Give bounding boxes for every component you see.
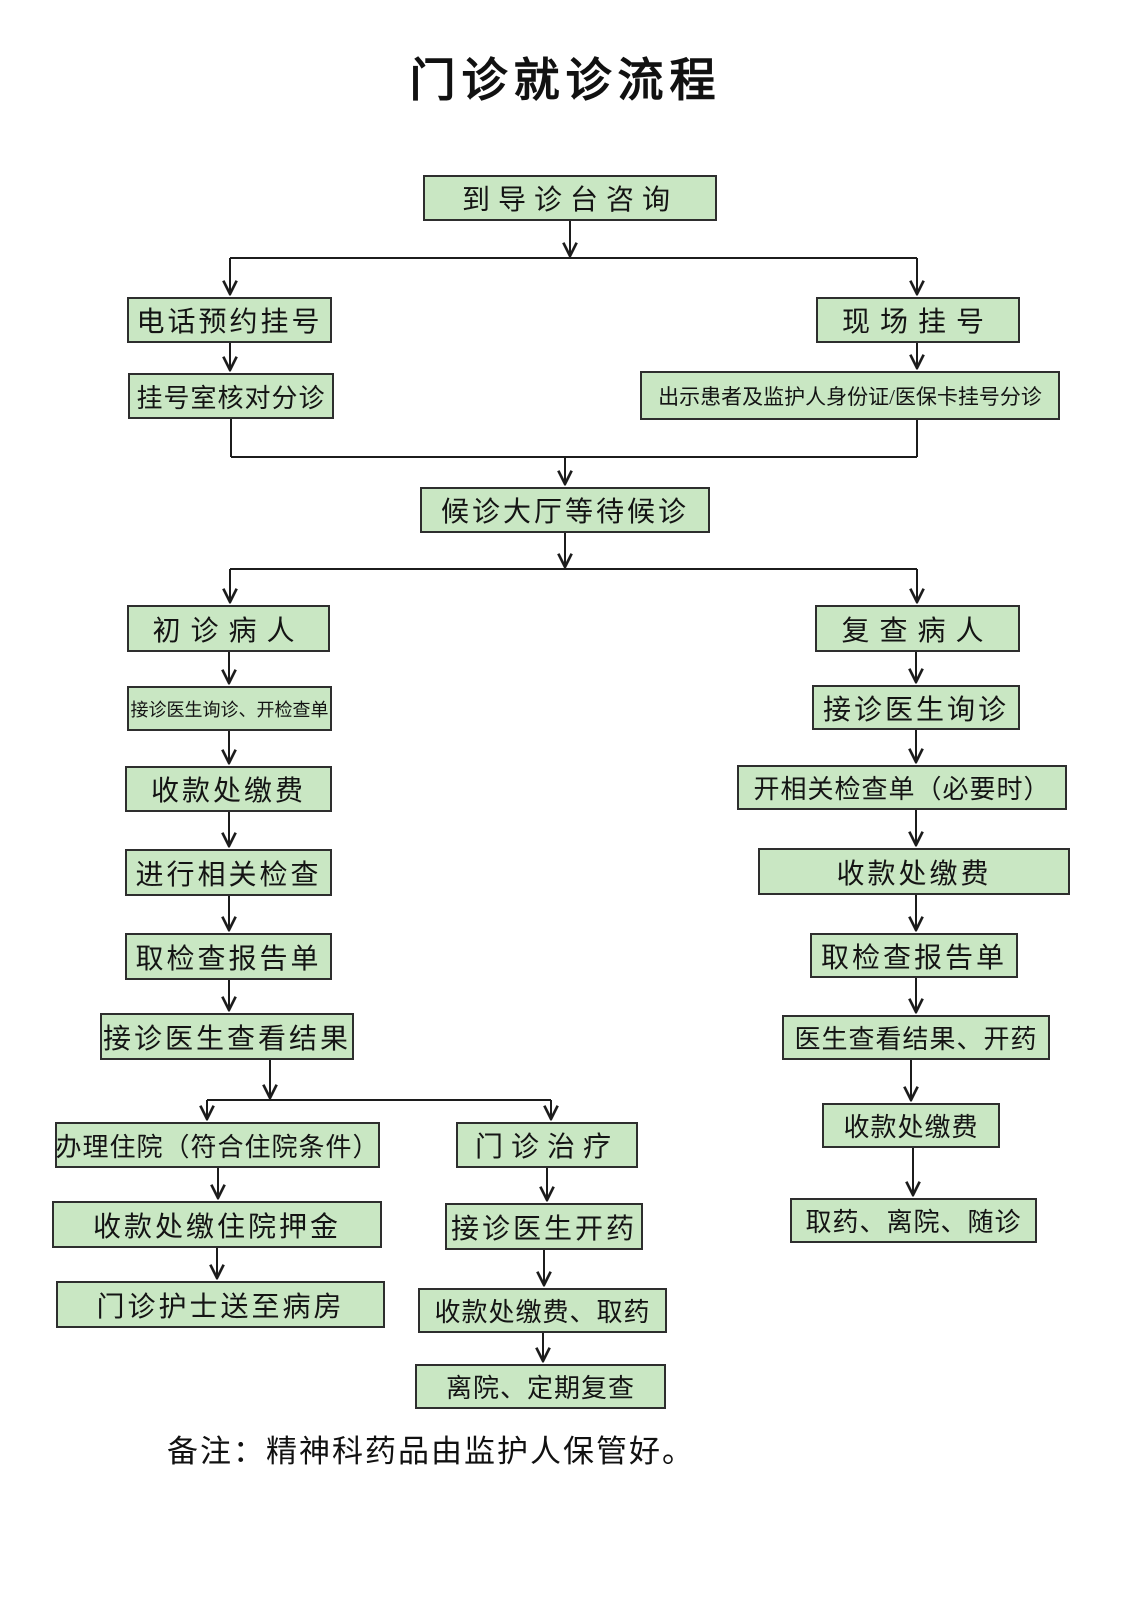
node-recheck-patient: 复查病人 bbox=[815, 605, 1020, 652]
note-text: 备注：精神科药品由监护人保管好。 bbox=[167, 1434, 695, 1469]
node-get-report-right: 取检查报告单 bbox=[810, 933, 1018, 978]
connector-split-registration bbox=[230, 221, 917, 370]
node-review-results-prescribe: 医生查看结果、开药 bbox=[782, 1015, 1050, 1060]
node-first-visit-patient: 初诊病人 bbox=[127, 605, 330, 652]
node-order-exams-if-needed: 开相关检查单（必要时） bbox=[737, 765, 1067, 810]
connector-right-chain bbox=[911, 651, 916, 1195]
connector-admission-chain bbox=[217, 1168, 218, 1278]
node-consult-desk: 到导诊台咨询 bbox=[423, 175, 717, 221]
node-show-id-card: 出示患者及监护人身份证/医保卡挂号分诊 bbox=[640, 371, 1060, 420]
node-outpatient-treatment: 门诊治疗 bbox=[456, 1122, 638, 1168]
node-get-report-left: 取检查报告单 bbox=[125, 933, 332, 980]
node-onsite-registration: 现场挂号 bbox=[816, 297, 1020, 343]
node-waiting-hall: 候诊大厅等待候诊 bbox=[420, 487, 710, 533]
node-leave-periodic-recheck: 离院、定期复查 bbox=[415, 1364, 666, 1409]
node-get-medicine-leave-followup: 取药、离院、随诊 bbox=[790, 1198, 1037, 1243]
node-pay-and-get-medicine: 收款处缴费、取药 bbox=[418, 1288, 667, 1333]
node-cashier-pay-right2: 收款处缴费 bbox=[822, 1103, 1000, 1148]
node-nurse-escort-ward: 门诊护士送至病房 bbox=[56, 1281, 385, 1328]
page-title: 门诊就诊流程 bbox=[409, 55, 722, 106]
node-admission: 办理住院（符合住院条件） bbox=[55, 1122, 380, 1168]
connector-split-patient-type bbox=[230, 533, 917, 602]
node-doctor-inquiry-right: 接诊医生询诊 bbox=[812, 685, 1020, 730]
node-admission-deposit: 收款处缴住院押金 bbox=[52, 1201, 382, 1248]
connector-merge-waiting bbox=[230, 419, 918, 484]
node-doctor-inquiry-order: 接诊医生询诊、开检查单 bbox=[127, 686, 332, 731]
node-cashier-pay-right1: 收款处缴费 bbox=[758, 848, 1070, 895]
node-phone-appointment: 电话预约挂号 bbox=[127, 297, 332, 343]
node-do-examinations: 进行相关检查 bbox=[125, 849, 332, 896]
connector-outpatient-chain bbox=[543, 1168, 547, 1361]
node-doctor-review-results: 接诊医生查看结果 bbox=[100, 1013, 354, 1060]
node-registration-triage: 挂号室核对分诊 bbox=[128, 373, 334, 419]
connector-split-treatment bbox=[207, 1060, 551, 1119]
node-cashier-pay-left: 收款处缴费 bbox=[125, 766, 332, 812]
node-doctor-prescribe: 接诊医生开药 bbox=[445, 1203, 643, 1250]
